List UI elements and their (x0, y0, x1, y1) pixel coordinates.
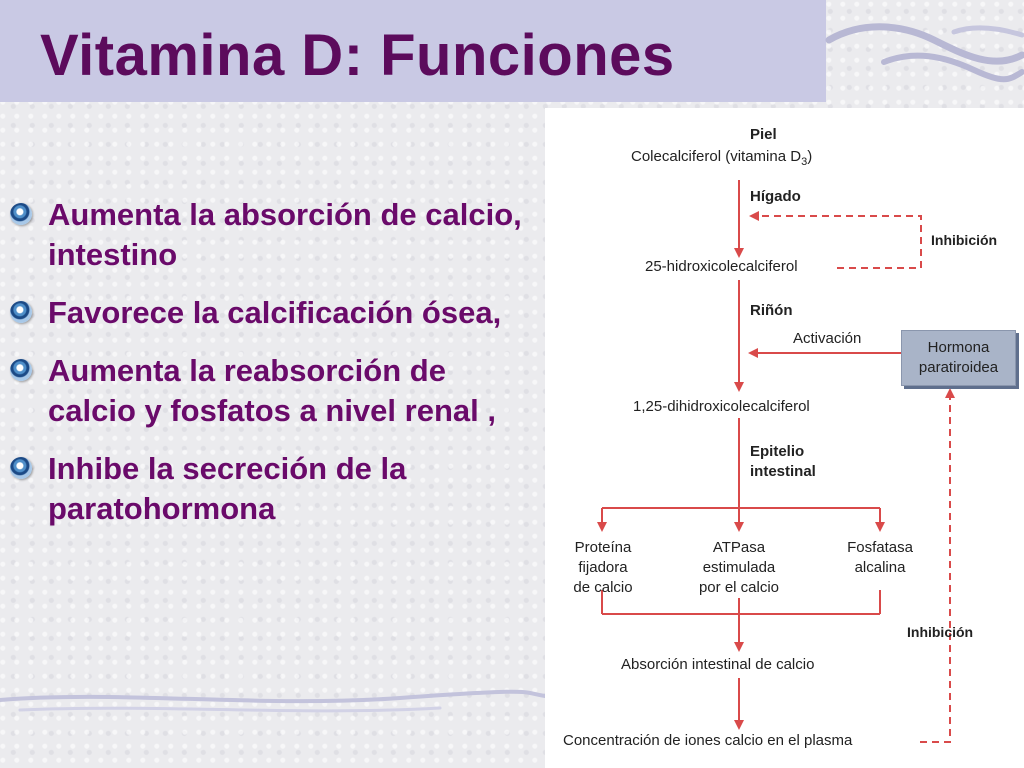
dashed-inhibition-top (749, 211, 922, 269)
label-inhibicion-bottom: Inhibición (907, 624, 974, 640)
bullet-item: Favorece la calcificación ósea, (10, 293, 530, 333)
slide-title: Vitamina D: Funciones (40, 23, 675, 88)
epitelio-line2: intestinal (750, 463, 816, 480)
fosfatasa-line2: alcalina (854, 559, 906, 576)
label-activacion: Activación (793, 330, 862, 347)
bullet-item: Aumenta la absorción de calcio, intestin… (10, 195, 530, 275)
spiral-bullet-icon (10, 203, 32, 225)
bullet-text: Aumenta la absorción de calcio, intestin… (48, 197, 522, 272)
bullet-text: Inhibe la secreción de la paratohormona (48, 451, 407, 526)
label-piel: Piel (750, 126, 777, 143)
decorative-swirl (825, 23, 1024, 83)
label-rinon: Riñón (750, 302, 793, 319)
label-inhibicion-top: Inhibición (931, 232, 998, 248)
label-higado: Hígado (750, 188, 801, 205)
hormona-paratiroidea-box: Hormona paratiroidea (901, 330, 1016, 386)
spiral-bullet-icon (10, 301, 32, 323)
bullet-text: Aumenta la reabsorción de calcio y fosfa… (48, 353, 496, 428)
colecalciferol-text: Colecalciferol (vitamina D (631, 148, 802, 165)
proteina-line2: fijadora (578, 559, 628, 576)
label-25-hidroxicolecalciferol: 25-hidroxicolecalciferol (645, 258, 798, 275)
bottom-decorative-swirl (0, 689, 545, 713)
spiral-bullet-icon (10, 359, 32, 381)
label-absorcion-intestinal: Absorción intestinal de calcio (621, 656, 815, 673)
title-bar: Vitamina D: Funciones (0, 0, 826, 102)
d3-close-paren: ) (807, 148, 813, 165)
hormona-line2: paratiroidea (918, 359, 999, 376)
vitamin-d-pathway-diagram: Piel Colecalciferol (vitamina D3) Hígado… (545, 108, 1024, 768)
spiral-bullet-icon (10, 457, 32, 479)
proteina-line3: de calcio (573, 579, 633, 596)
label-proteina-fijadora: Proteína fijadora de calcio (557, 538, 649, 598)
bullet-item: Aumenta la reabsorción de calcio y fosfa… (10, 351, 530, 431)
dashed-inhibition-bottom (920, 388, 955, 743)
atpasa-line1: ATPasa (712, 539, 766, 556)
d3-subscript: 3 (801, 156, 808, 168)
epitelio-line1: Epitelio (750, 443, 805, 460)
hormona-line1: Hormona (927, 339, 990, 356)
label-concentracion-plasma: Concentración de iones calcio en el plas… (563, 732, 853, 749)
label-atpasa: ATPasa estimulada por el calcio (684, 538, 794, 598)
atpasa-line3: por el calcio (698, 579, 780, 596)
atpasa-line2: estimulada (702, 559, 776, 576)
bullet-list: Aumenta la absorción de calcio, intestin… (10, 195, 530, 547)
bullet-item: Inhibe la secreción de la paratohormona (10, 449, 530, 529)
bullet-text: Favorece la calcificación ósea, (48, 295, 502, 330)
proteina-line1: Proteína (574, 539, 632, 556)
fosfatasa-line1: Fosfatasa (847, 539, 913, 556)
label-1-25-dihidroxicolecalciferol: 1,25-dihidroxicolecalciferol (633, 398, 810, 415)
label-colecalciferol: Colecalciferol (vitamina D3) (631, 148, 812, 168)
label-fosfatasa-alcalina: Fosfatasa alcalina (830, 538, 930, 578)
diagram-arrows (597, 180, 955, 743)
label-epitelio-intestinal: Epitelio intestinal (750, 442, 816, 482)
